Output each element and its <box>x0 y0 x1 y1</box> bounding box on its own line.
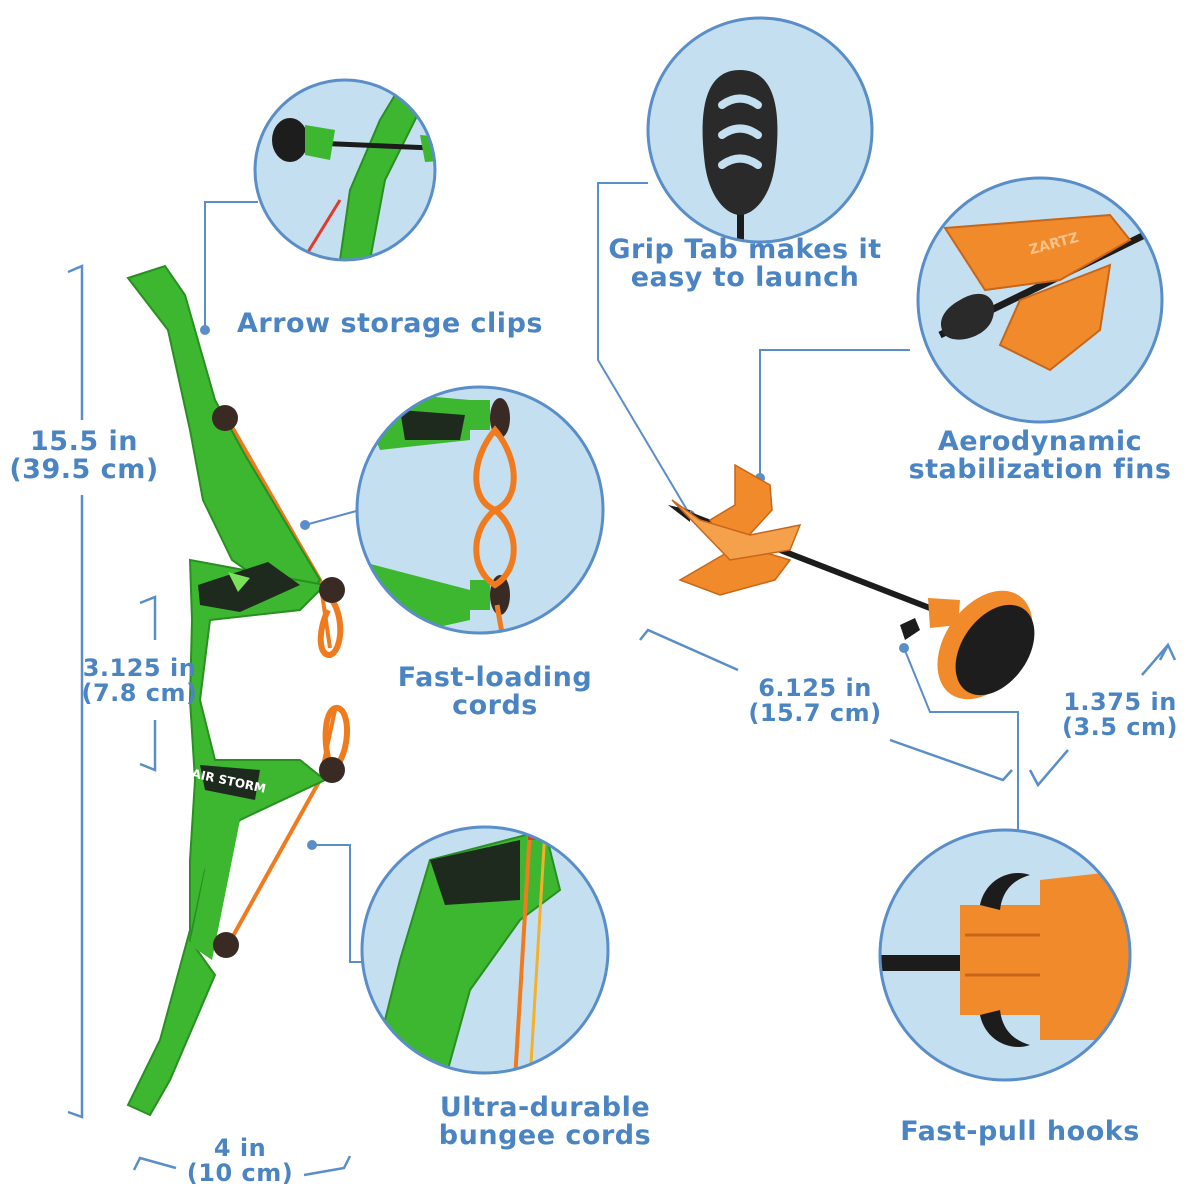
detail-pull-hooks <box>878 828 1132 1082</box>
fast-loading-cords-label: Fast-loading cords <box>397 662 593 722</box>
fast-pull-hooks-label: Fast-pull hooks <box>900 1116 1140 1147</box>
detail-bungee-cords <box>360 825 610 1075</box>
dimension-lines <box>67 264 1177 1177</box>
grip-tab-label: Grip Tab makes it easy to launch <box>608 234 882 294</box>
bow-illustration: AIR STORM <box>126 264 350 1117</box>
stabilization-fins-label: Aerodynamic stabilization fins <box>908 426 1172 486</box>
bungee-cords-label: Ultra-durable bungee cords <box>438 1092 652 1152</box>
detail-arrow-storage <box>253 78 437 262</box>
bow-width-dimension: 4 in (10 cm) <box>186 1134 294 1188</box>
callout-lines <box>204 182 1019 963</box>
cup-diameter-dimension: 1.375 in (3.5 cm) <box>1061 688 1179 742</box>
detail-loading-cords <box>355 385 605 635</box>
arrow-illustration <box>668 463 1035 700</box>
detail-grip-tab <box>646 16 874 244</box>
arrow-length-dimension: 6.125 in (15.7 cm) <box>748 674 882 728</box>
grip-height-dimension: 3.125 in (7.8 cm) <box>81 654 198 708</box>
bow-height-dimension: 15.5 in (39.5 cm) <box>9 426 159 486</box>
arrow-storage-clips-label: Arrow storage clips <box>237 308 543 339</box>
detail-fins: ZARTZ <box>916 176 1164 424</box>
